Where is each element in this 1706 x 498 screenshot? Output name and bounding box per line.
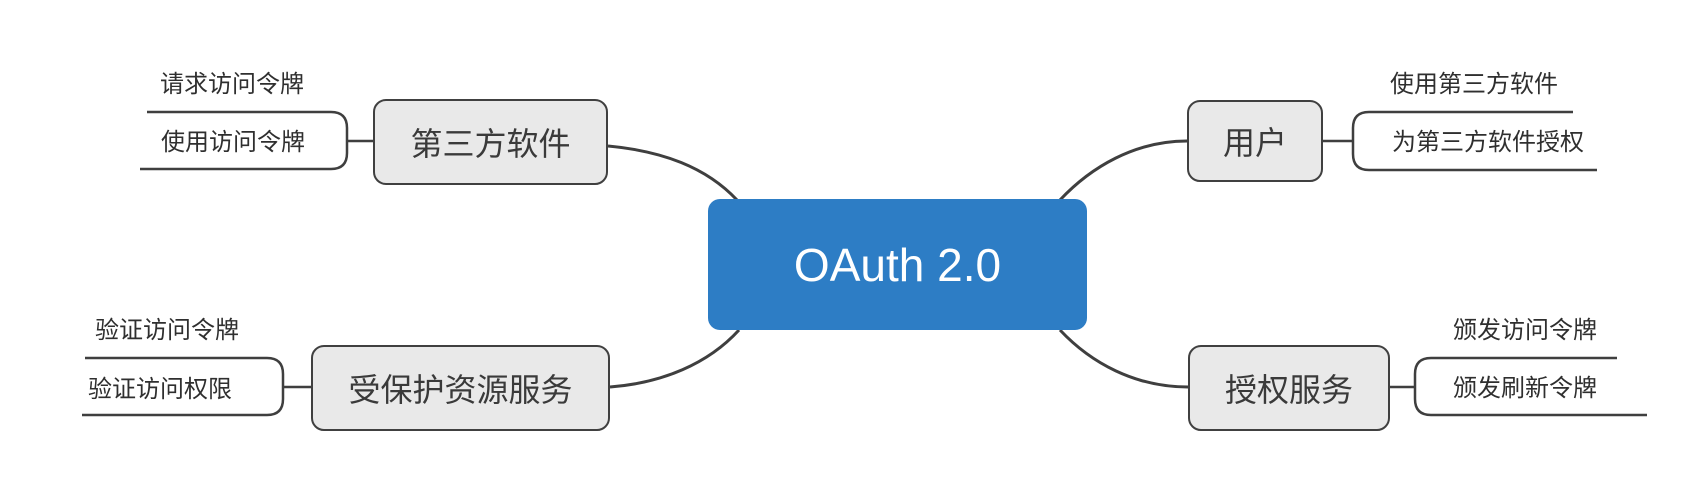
connector-root-to-protected bbox=[609, 328, 741, 389]
leaf-topic-issue-access-token[interactable]: 颁发访问令牌 bbox=[1453, 317, 1597, 344]
leaf-topic-request-access-token[interactable]: 请求访问令牌 bbox=[160, 71, 304, 98]
connector-root-to-third-party bbox=[607, 144, 739, 202]
leaf-topic-use-third-party-software[interactable]: 使用第三方软件 bbox=[1390, 71, 1558, 98]
leaf-topic-verify-access-token[interactable]: 验证访问令牌 bbox=[95, 317, 239, 344]
connector-root-to-user bbox=[1058, 139, 1188, 202]
branch-topic-protected-resource-service[interactable]: 受保护资源服务 bbox=[311, 345, 610, 431]
branch-topic-user[interactable]: 用户 bbox=[1187, 100, 1323, 182]
leaf-topic-use-access-token[interactable]: 使用访问令牌 bbox=[161, 129, 305, 156]
connector-root-to-auth bbox=[1058, 328, 1189, 389]
leaf-topic-verify-access-permission[interactable]: 验证访问权限 bbox=[88, 376, 232, 403]
leaf-topic-issue-refresh-token[interactable]: 颁发刷新令牌 bbox=[1453, 375, 1597, 402]
branch-topic-authorization-service[interactable]: 授权服务 bbox=[1188, 345, 1390, 431]
branch-topic-third-party-software[interactable]: 第三方软件 bbox=[373, 99, 608, 185]
root-topic-oauth[interactable]: OAuth 2.0 bbox=[708, 199, 1087, 330]
leaf-topic-authorize-third-party-software[interactable]: 为第三方软件授权 bbox=[1392, 129, 1584, 156]
